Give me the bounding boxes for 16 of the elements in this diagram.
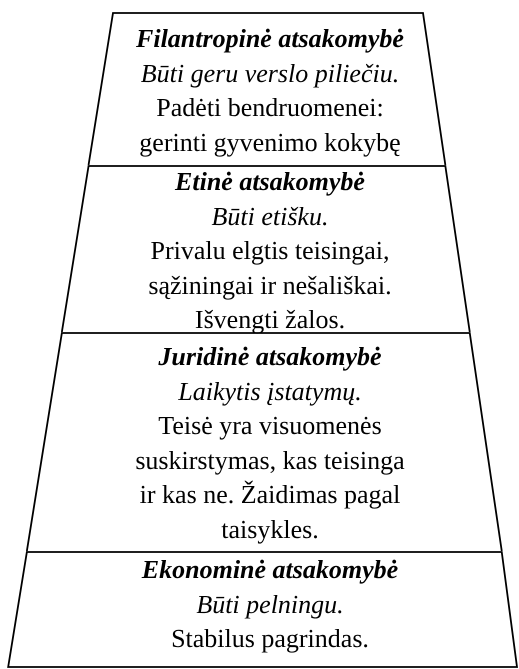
level-title: Filantropinė atsakomybė xyxy=(135,23,405,55)
pyramid-level xyxy=(25,332,503,551)
level-subtitle: Būti etišku. xyxy=(210,200,330,232)
level-description: Teisė yra visuomenės suskirstymas, kas teisinga ir kas ne. Žaidimas pagal taisykles. xyxy=(134,410,406,546)
level-subtitle: Laikytis įstatymų. xyxy=(177,376,363,408)
level-description: Privalu elgtis teisingai, sąžiningai ir nešališkai. Išvengti žalos. xyxy=(147,235,393,336)
pyramid-level xyxy=(87,12,447,165)
pyramid-level xyxy=(7,551,518,668)
level-subtitle: Būti pelningu. xyxy=(195,588,345,620)
level-title: Etinė atsakomybė xyxy=(174,166,366,198)
level-title: Juridinė atsakomybė xyxy=(157,341,383,373)
level-description: Stabilus pagrindas. xyxy=(170,623,370,655)
pyramid-level xyxy=(60,165,471,332)
level-subtitle: Būti geru verslo piliečiu. xyxy=(140,58,400,90)
level-description: Padėti bendruomenei: gerinti gyvenimo kokybę xyxy=(138,92,402,159)
level-title: Ekonominė atsakomybė xyxy=(140,554,400,586)
